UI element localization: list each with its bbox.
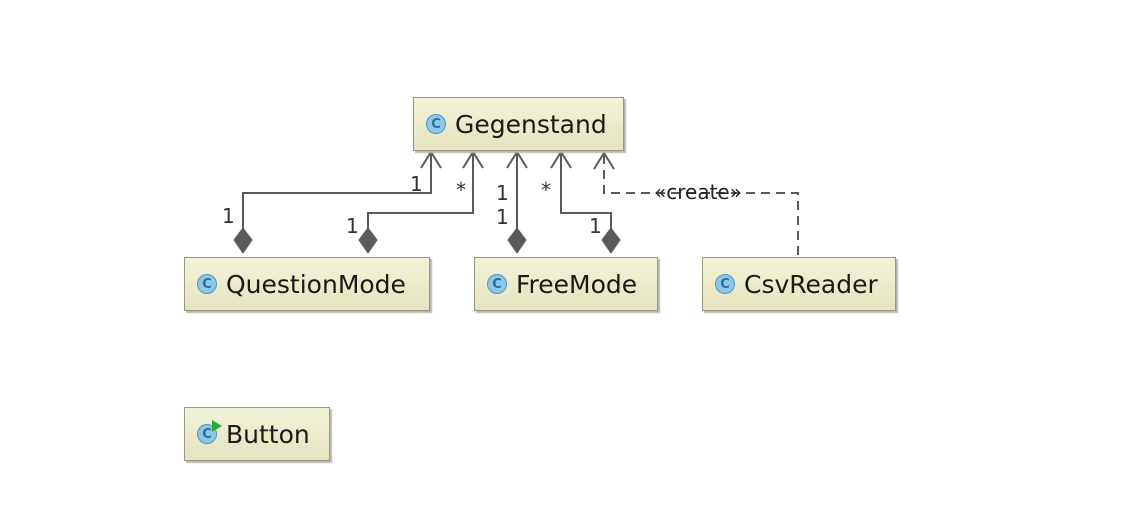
composition-diamond <box>233 227 253 254</box>
mult-fm-target-1: 1 <box>496 181 509 205</box>
class-icon: C <box>715 274 735 294</box>
class-icon-glyph: C <box>202 426 212 442</box>
mult-fm-target-many: * <box>541 178 551 202</box>
class-name: Button <box>226 419 310 449</box>
class-name: CsvReader <box>744 269 878 299</box>
mult-qm-target-1: 1 <box>410 172 423 196</box>
mult-qm-source-1: 1 <box>222 204 235 228</box>
class-gegenstand[interactable]: C Gegenstand <box>413 97 624 151</box>
class-icon: C <box>197 274 217 294</box>
stereotype-create: «create» <box>654 180 742 204</box>
class-csvreader[interactable]: C CsvReader <box>702 257 896 311</box>
class-name: FreeMode <box>516 269 638 299</box>
composition-diamond <box>507 227 527 254</box>
edge-questionmode-gegenstand-many <box>367 152 474 232</box>
class-name: Gegenstand <box>455 109 607 139</box>
class-icon: C <box>197 420 222 444</box>
class-freemode[interactable]: C FreeMode <box>474 257 658 311</box>
edge-questionmode-gegenstand-1 <box>242 152 432 232</box>
class-name: QuestionMode <box>226 269 406 299</box>
edge-freemode-gegenstand-many <box>560 152 612 232</box>
class-icon: C <box>487 274 507 294</box>
mult-fm-source-2: 1 <box>589 214 602 238</box>
composition-diamond <box>601 227 621 254</box>
class-button[interactable]: C Button <box>184 407 330 461</box>
class-icon: C <box>426 114 446 134</box>
class-questionmode[interactable]: C QuestionMode <box>184 257 430 311</box>
mult-qm-source-2: 1 <box>346 214 359 238</box>
composition-diamond <box>358 227 378 254</box>
mult-fm-source-1: 1 <box>496 205 509 229</box>
mult-qm-target-many: * <box>456 178 466 202</box>
run-badge-icon <box>212 420 222 432</box>
edge-csvreader-gegenstand-create <box>603 155 799 255</box>
